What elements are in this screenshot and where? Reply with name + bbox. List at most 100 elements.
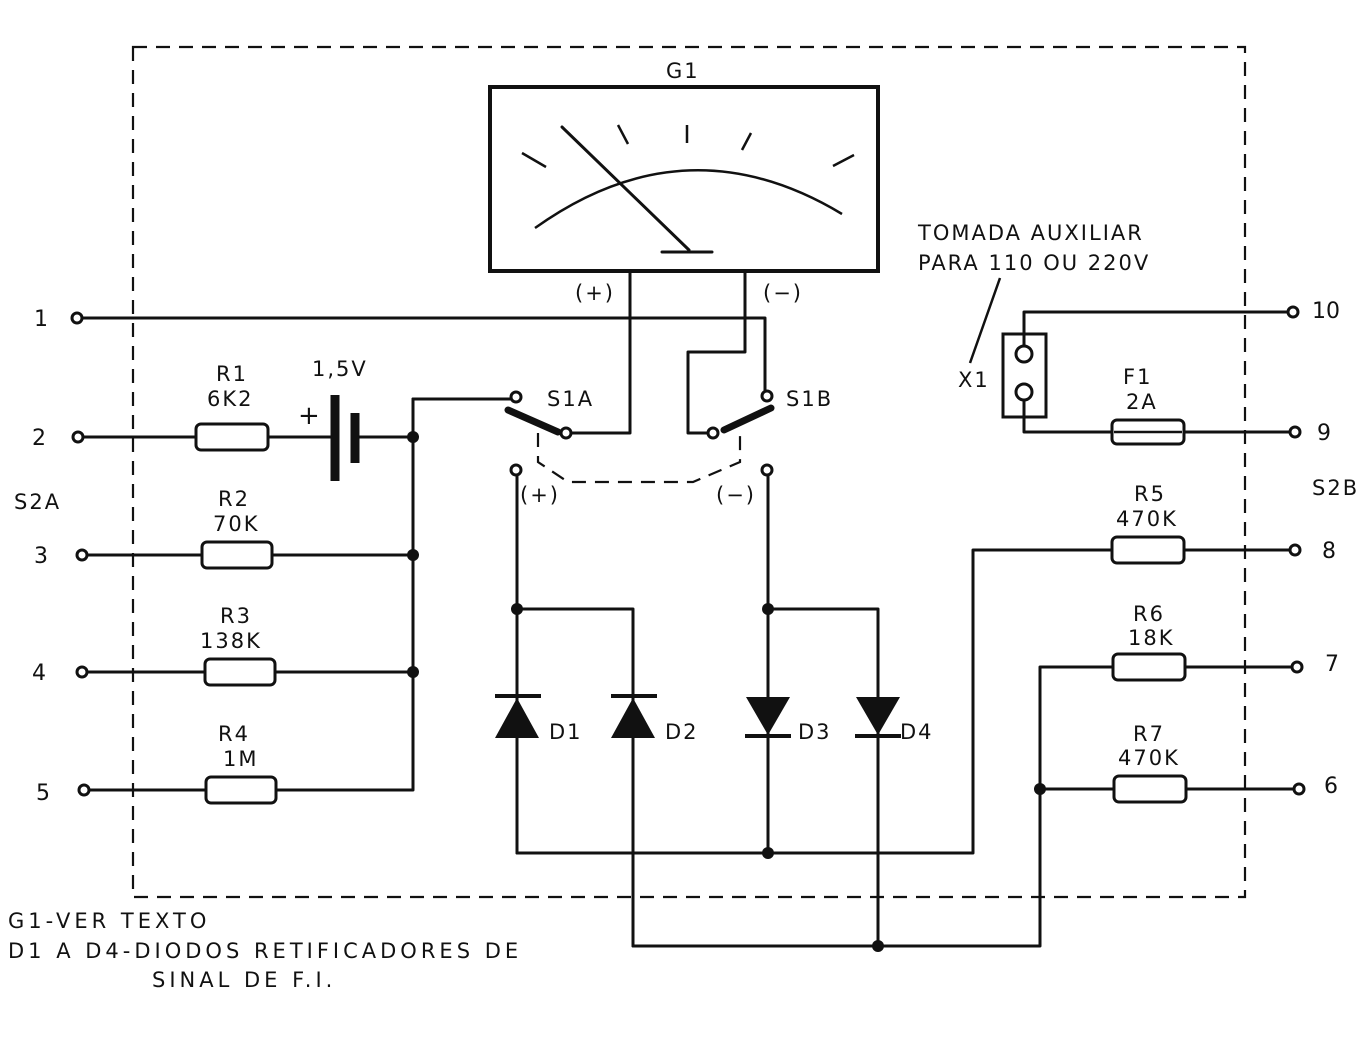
meter-minus-label: (−) [763, 281, 803, 305]
meter-plus-label: (+) [575, 281, 615, 305]
r2-value: 70K [213, 512, 260, 536]
pin1-terminal [70, 311, 84, 325]
d1-label: D1 [549, 720, 583, 744]
s1b-contact-top [760, 389, 774, 403]
d2-branch [515, 607, 635, 948]
meter-label: G1 [666, 59, 700, 83]
diode-d1: D1 [495, 694, 583, 744]
junction-dot [407, 549, 419, 561]
note-line2: D1 A D4-DIODOS RETIFICADORES DE [8, 939, 522, 963]
d1-triangle [495, 698, 539, 738]
pin10-label: 10 [1312, 299, 1340, 324]
r5-value: 470K [1116, 507, 1178, 531]
pin1-line [78, 316, 767, 395]
meter-tick [740, 132, 753, 151]
pin5-terminal [77, 783, 91, 797]
battery-value: 1,5V [312, 357, 368, 381]
meter-tick [832, 153, 855, 168]
r7-value: 470K [1118, 746, 1180, 770]
r1-name: R1 [216, 362, 248, 386]
junction-dot [762, 847, 774, 859]
pin9-terminal [1288, 425, 1302, 439]
socket-hole-bottom [1014, 382, 1034, 402]
resistor-r7 [1112, 774, 1188, 804]
s1a-contact-bottom [509, 463, 523, 477]
f1-name: F1 [1123, 365, 1152, 389]
selector-s2b-label: S2B [1312, 476, 1359, 500]
s1a-contact-top [509, 390, 523, 404]
junction-dot [1034, 783, 1046, 795]
r7-name: R7 [1133, 722, 1165, 746]
r4-name: R4 [218, 722, 250, 746]
x1-label: X1 [958, 368, 990, 392]
s1b-lever [720, 404, 775, 434]
r4-value: 1M [223, 747, 258, 771]
s1a-contact-common [559, 426, 573, 440]
meter-scale-arc [534, 169, 843, 230]
s1-minus-label: (−) [716, 483, 756, 507]
s1b-contact-bottom [760, 463, 774, 477]
pin7-label: 7 [1325, 652, 1339, 677]
meter-needle [560, 125, 691, 252]
junction-dot [511, 603, 523, 615]
d4-label: D4 [900, 720, 934, 744]
s1b-label: S1B [786, 387, 833, 411]
battery-cell: 1,5V + [298, 357, 368, 481]
resistor-r1 [194, 422, 270, 452]
meter-tick [521, 151, 547, 169]
r5-name: R5 [1134, 482, 1166, 506]
r1-value: 6K2 [207, 387, 254, 411]
pin1-label: 1 [34, 307, 48, 332]
junction-dot [407, 431, 419, 443]
pin7-terminal [1290, 660, 1304, 674]
pin5-label: 5 [36, 781, 50, 806]
s1a-label: S1A [547, 387, 594, 411]
return-wire-r6r7 [631, 665, 1115, 948]
socket-note-line2: PARA 110 OU 220V [918, 251, 1150, 275]
pin6-terminal [1292, 782, 1306, 796]
diode-d4: D4 [855, 697, 934, 744]
junction-dot [872, 940, 884, 952]
resistor-r5 [1110, 535, 1186, 565]
pin6-label: 6 [1324, 774, 1338, 799]
x1-leader [968, 277, 1002, 364]
selector-s2a-label: S2A [14, 490, 61, 514]
pin2-terminal [71, 430, 85, 444]
resistor-r3 [203, 657, 277, 687]
pin3-label: 3 [34, 544, 48, 569]
d4-triangle [856, 697, 900, 735]
resistor-r2 [200, 540, 274, 570]
meter-body [488, 85, 880, 273]
r3-name: R3 [220, 604, 252, 628]
resistor-r6 [1111, 652, 1187, 682]
d3-triangle [746, 697, 790, 735]
junction-dot [762, 603, 774, 615]
s1-plus-label: (+) [520, 483, 560, 507]
diode-d2: D2 [611, 694, 699, 744]
socket-note-line1: TOMADA AUXILIAR [917, 221, 1144, 245]
enclosure-outline [131, 45, 1247, 899]
pin10-terminal [1286, 305, 1300, 319]
socket-to-fuse [1022, 398, 1114, 434]
d2-label: D2 [665, 720, 699, 744]
diode-d3: D3 [745, 697, 832, 744]
d2-triangle [611, 698, 655, 738]
note-line3: SINAL DE F.I. [152, 968, 336, 992]
return-wire-r5 [515, 548, 1114, 855]
d4-branch [766, 607, 880, 948]
note-line1: G1-VER TEXTO [8, 909, 210, 933]
r2-name: R2 [218, 487, 250, 511]
meter-tick [616, 124, 630, 145]
d3-label: D3 [798, 720, 832, 744]
meter-plus-lead [566, 269, 632, 435]
s1a-lever [504, 406, 562, 436]
junction-dot [407, 666, 419, 678]
pin2-label: 2 [32, 426, 46, 451]
r6-name: R6 [1133, 602, 1165, 626]
meter-g1: G1 (+) (−) [488, 59, 880, 305]
f1-value: 2A [1126, 390, 1158, 414]
pin8-terminal [1288, 543, 1302, 557]
pin8-label: 8 [1322, 539, 1336, 564]
resistor-r4 [204, 775, 278, 805]
battery-plus-sign: + [298, 401, 320, 431]
